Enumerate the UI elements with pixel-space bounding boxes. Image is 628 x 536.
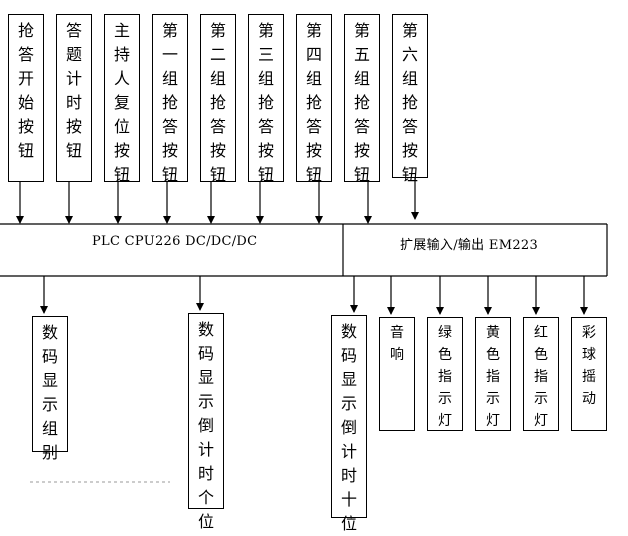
- group5-button-box: 第五组抢答按钮: [344, 14, 380, 184]
- group1-button-box: 第一组抢答按钮: [152, 14, 188, 184]
- yellow-light-label: 黄色指示灯: [486, 325, 500, 429]
- red-light-box: 红色指示灯: [523, 317, 559, 431]
- sound-label: 音响: [390, 325, 404, 363]
- start-button-label: 抢答开始按钮: [17, 21, 34, 160]
- group2-button-label: 第二组抢答按钮: [209, 21, 226, 184]
- green-light-label: 绿色指示灯: [438, 325, 452, 429]
- timer-button-box: 答题计时按钮: [56, 14, 92, 182]
- green-light-box: 绿色指示灯: [427, 317, 463, 431]
- ball-motor-label: 彩球摇动: [582, 325, 596, 407]
- start-button-box: 抢答开始按钮: [8, 14, 44, 182]
- display-countdown-ones-box: 数码显示倒计时个位: [188, 313, 224, 531]
- host-reset-button-box: 主持人复位按钮: [104, 14, 140, 184]
- group6-button-label: 第六组抢答按钮: [401, 21, 418, 184]
- group3-button-label: 第三组抢答按钮: [257, 21, 274, 184]
- group4-button-label: 第四组抢答按钮: [305, 21, 322, 184]
- plc-label: PLC CPU226 DC/DC/DC: [92, 234, 258, 249]
- display-group-box: 数码显示组别: [32, 316, 68, 462]
- display-countdown-tens-label: 数码显示倒计时十位: [340, 322, 357, 533]
- display-countdown-ones-label: 数码显示倒计时个位: [197, 320, 214, 531]
- group3-button-box: 第三组抢答按钮: [248, 14, 284, 184]
- sound-box: 音响: [379, 317, 415, 431]
- group1-button-label: 第一组抢答按钮: [161, 21, 178, 184]
- yellow-light-box: 黄色指示灯: [475, 317, 511, 431]
- group5-button-label: 第五组抢答按钮: [353, 21, 370, 184]
- display-countdown-tens-box: 数码显示倒计时十位: [331, 315, 367, 533]
- display-group-label: 数码显示组别: [41, 323, 58, 462]
- group4-button-box: 第四组抢答按钮: [296, 14, 332, 184]
- ball-motor-box: 彩球摇动: [571, 317, 607, 431]
- red-light-label: 红色指示灯: [534, 325, 548, 429]
- timer-button-label: 答题计时按钮: [65, 21, 82, 160]
- host-reset-button-label: 主持人复位按钮: [113, 21, 130, 184]
- group6-button-box: 第六组抢答按钮: [392, 14, 428, 184]
- group2-button-box: 第二组抢答按钮: [200, 14, 236, 184]
- expansion-label: 扩展输入/输出 EM223: [400, 238, 539, 253]
